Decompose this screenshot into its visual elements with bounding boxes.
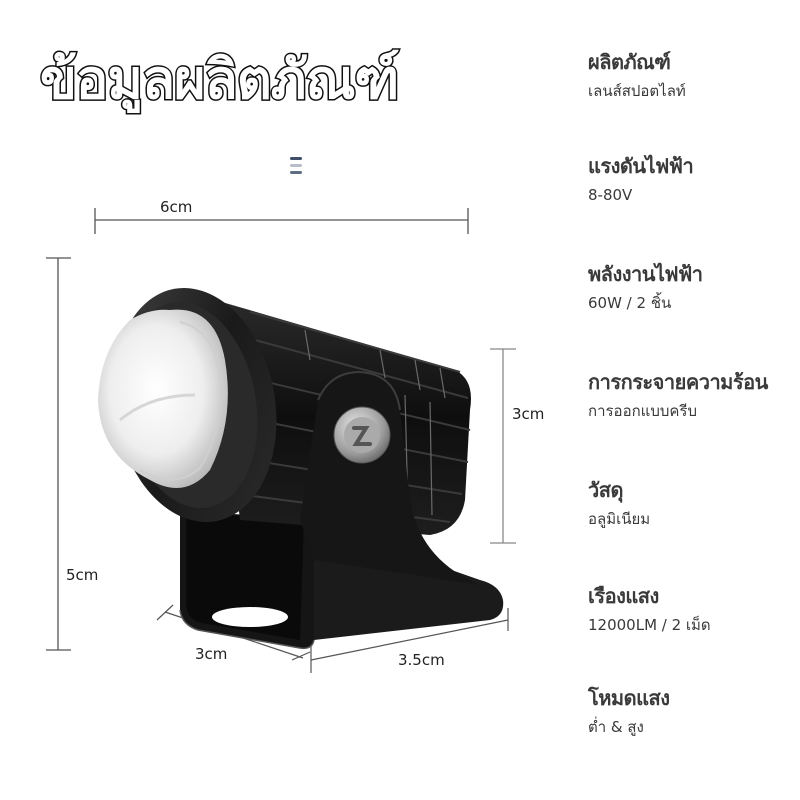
spec-label: วัสดุ	[588, 478, 623, 502]
menu-lines-icon	[290, 157, 302, 177]
dimension-width-line	[94, 208, 469, 234]
dimension-height-line	[46, 257, 71, 651]
dimension-base-length-label: 3.5cm	[398, 651, 445, 669]
spec-label: การกระจายความร้อน	[588, 370, 768, 394]
lens	[98, 309, 228, 488]
spec-label: โหมดแสง	[588, 686, 670, 710]
dimension-width-label: 6cm	[160, 198, 193, 216]
spec-value: ต่ำ & สูง	[588, 718, 644, 736]
product-illustration	[46, 208, 516, 673]
spec-material: วัสดุ อลูมิเนียม	[588, 476, 800, 532]
spec-label: พลังงานไฟฟ้า	[588, 262, 703, 286]
dimension-base-length-line	[310, 608, 509, 673]
spec-label: แรงดันไฟฟ้า	[588, 154, 694, 178]
spec-label: ผลิตภัณฑ์	[588, 50, 671, 74]
spec-luminosity: เรืองแสง 12000LM / 2 เม็ด	[588, 582, 800, 638]
spec-heat-dissipation: การกระจายความร้อน การออกแบบครีบ	[588, 368, 800, 424]
spec-label: เรืองแสง	[588, 584, 659, 608]
spec-voltage: แรงดันไฟฟ้า 8-80V	[588, 152, 800, 208]
spec-value: 60W / 2 ชิ้น	[588, 294, 672, 312]
spec-product: ผลิตภัณฑ์ เลนส์สปอตไลท์	[588, 48, 800, 104]
dimension-body-height-line	[490, 348, 516, 544]
dimension-height-label: 5cm	[66, 566, 99, 584]
spec-light-mode: โหมดแสง ต่ำ & สูง	[588, 684, 800, 740]
spec-value: 12000LM / 2 เม็ด	[588, 616, 711, 634]
spec-value: 8-80V	[588, 186, 633, 204]
spec-power: พลังงานไฟฟ้า 60W / 2 ชิ้น	[588, 260, 800, 316]
spec-value: การออกแบบครีบ	[588, 402, 697, 420]
bolt-icon	[333, 406, 391, 464]
page-title: ข้อมูลผลิตภัณฑ์	[38, 47, 400, 113]
spec-value: เลนส์สปอตไลท์	[588, 82, 686, 100]
dimension-body-height-label: 3cm	[512, 405, 545, 423]
spec-value: อลูมิเนียม	[588, 510, 651, 528]
dimension-base-depth-label: 3cm	[195, 645, 228, 663]
